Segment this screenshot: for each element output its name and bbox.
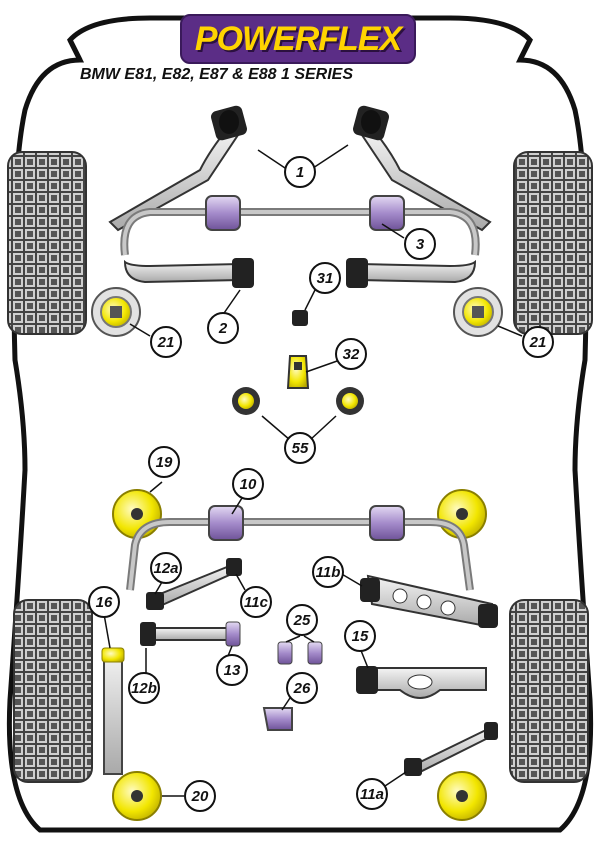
rear-right-tyre: [509, 599, 589, 783]
front-strut-bush-right: [353, 105, 389, 141]
callout-55: 55: [284, 432, 316, 464]
diagram-title: BMW E81, E82, E87 & E88 1 SERIES: [80, 66, 354, 83]
arm-bush-12b: [140, 622, 156, 646]
callout-12b: 12b: [128, 672, 160, 704]
callout-1: 1: [284, 156, 316, 188]
callout-15: 15: [344, 620, 376, 652]
bush-55-left: [232, 387, 260, 415]
arm-bush-11c: [226, 558, 242, 576]
callout-26: 26: [286, 672, 318, 704]
bush-25-right: [307, 641, 323, 665]
front-arb-bush-right: [369, 195, 405, 231]
bush-25-left: [277, 641, 293, 665]
top-mount-left: [91, 287, 141, 337]
callout-3: 3: [404, 228, 436, 260]
rear-arb-bush-left: [208, 505, 244, 541]
callout-2: 2: [207, 312, 239, 344]
callout-12a: 12a: [150, 552, 182, 584]
callout-10: 10: [232, 468, 264, 500]
insert-32: [286, 355, 310, 389]
front-right-tyre: [513, 151, 593, 335]
rear-arb-bush-right: [369, 505, 405, 541]
front-left-tyre: [7, 151, 87, 335]
top-mount-right: [453, 287, 503, 337]
arm-bush-11a: [404, 758, 422, 776]
callout-11a: 11a: [356, 778, 388, 810]
small-bush-31: [292, 310, 308, 326]
callout-31: 31: [309, 262, 341, 294]
callout-16: 16: [88, 586, 120, 618]
rear-left-tyre: [13, 599, 93, 783]
wishbone-bush-left: [232, 258, 254, 288]
rear-subframe-bush-rear-left: [112, 771, 162, 821]
front-arb-bush-left: [205, 195, 241, 231]
logo-text: POWERFLEX: [194, 19, 402, 58]
bush-26: [262, 707, 293, 731]
callout-13: 13: [216, 654, 248, 686]
bush-55-right: [336, 387, 364, 415]
arm-bush-13: [225, 621, 241, 647]
arm-bush-12a: [146, 592, 164, 610]
front-strut-bush-left: [211, 105, 247, 141]
damper-16: [103, 649, 123, 775]
callout-21-left: 21: [150, 326, 182, 358]
powerflex-logo: POWERFLEX: [180, 14, 416, 64]
wishbone-bush-right: [346, 258, 368, 288]
callout-20: 20: [184, 780, 216, 812]
callout-32: 32: [335, 338, 367, 370]
callout-21-right: 21: [522, 326, 554, 358]
callout-25: 25: [286, 604, 318, 636]
rear-subframe-bush-rear-right: [437, 771, 487, 821]
callout-11c: 11c: [240, 586, 272, 618]
callout-11b: 11b: [312, 556, 344, 588]
callout-19: 19: [148, 446, 180, 478]
